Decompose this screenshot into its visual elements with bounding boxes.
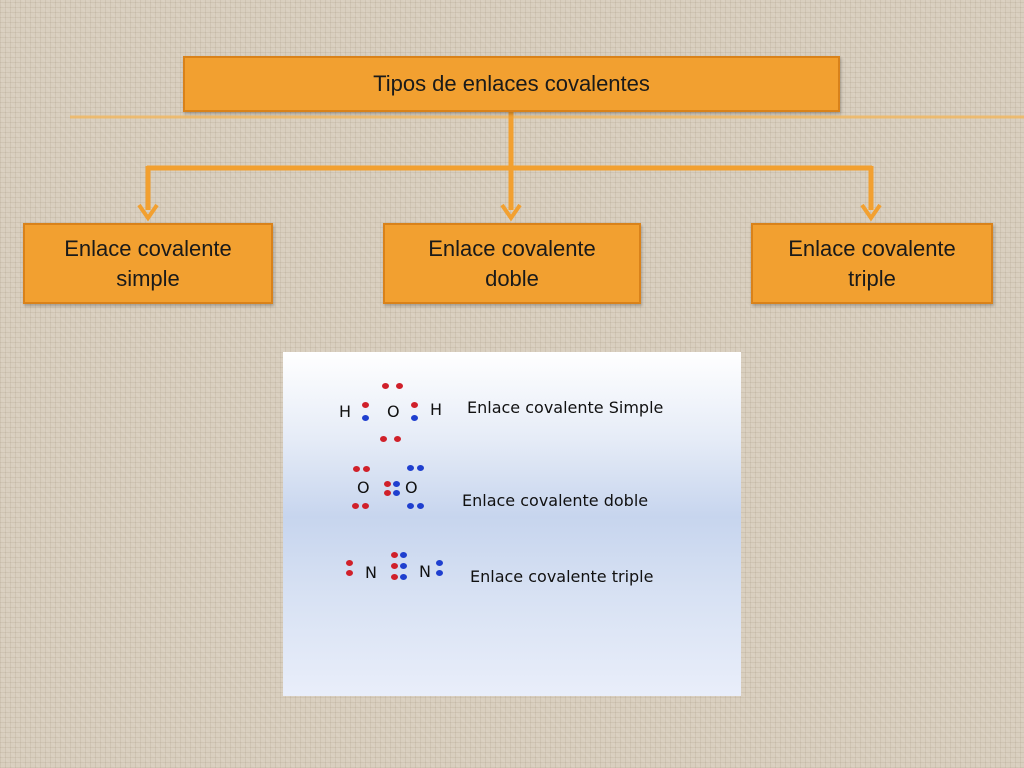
electron-dot: [407, 503, 414, 509]
arrow-head-center: [500, 203, 522, 222]
electron-dot: [352, 503, 359, 509]
atom-h-left: H: [339, 402, 352, 421]
atom-o-left: O: [357, 478, 370, 497]
electron-dot: [384, 490, 391, 496]
electron-dot: [346, 570, 353, 576]
box-triple-line2: triple: [848, 265, 896, 291]
atom-n-left: N: [365, 563, 377, 582]
electron-dot: [391, 574, 398, 580]
arrow-head-left: [137, 203, 159, 222]
label-enlace-doble: Enlace covalente doble: [462, 491, 649, 510]
atom-o-right: O: [405, 478, 418, 497]
box-doble-line2: doble: [485, 265, 539, 291]
electron-dot: [362, 503, 369, 509]
atom-h-right: H: [430, 400, 443, 419]
electron-dot: [391, 563, 398, 569]
electron-dot: [394, 436, 401, 442]
box-simple-line1: Enlace covalente: [64, 235, 232, 261]
electron-dot: [363, 466, 370, 472]
electron-dot: [384, 481, 391, 487]
box-enlace-doble: Enlace covalente doble: [383, 223, 641, 304]
electron-dot: [411, 402, 418, 408]
box-triple-line1: Enlace covalente: [788, 235, 956, 261]
electron-dot: [353, 466, 360, 472]
electron-dot: [417, 503, 424, 509]
electron-dot: [346, 560, 353, 566]
atom-o-water: O: [387, 402, 400, 421]
lewis-structures-panel: H O H Enlace covalente Simple O O Enlace…: [283, 352, 741, 696]
electron-dot: [400, 563, 407, 569]
arrow-head-right: [860, 203, 882, 222]
electron-dot: [380, 436, 387, 442]
electron-dot: [393, 490, 400, 496]
box-simple-line2: simple: [116, 265, 180, 291]
root-title-box: Tipos de enlaces covalentes: [183, 56, 840, 112]
root-title: Tipos de enlaces covalentes: [373, 71, 650, 96]
label-enlace-triple: Enlace covalente triple: [470, 567, 654, 586]
electron-dot: [436, 570, 443, 576]
box-enlace-triple: Enlace covalente triple: [751, 223, 993, 304]
electron-dot: [400, 552, 407, 558]
electron-dot: [396, 383, 403, 389]
electron-dot: [400, 574, 407, 580]
electron-dot: [411, 415, 418, 421]
electron-dot: [417, 465, 424, 471]
box-doble-line1: Enlace covalente: [428, 235, 596, 261]
electron-dot: [391, 552, 398, 558]
electron-dot: [436, 560, 443, 566]
atom-n-right: N: [419, 562, 431, 581]
electron-dot: [382, 383, 389, 389]
box-enlace-simple: Enlace covalente simple: [23, 223, 273, 304]
label-enlace-simple: Enlace covalente Simple: [467, 398, 664, 417]
electron-dot: [407, 465, 414, 471]
electron-dot: [393, 481, 400, 487]
electron-dot: [362, 415, 369, 421]
electron-dot: [362, 402, 369, 408]
